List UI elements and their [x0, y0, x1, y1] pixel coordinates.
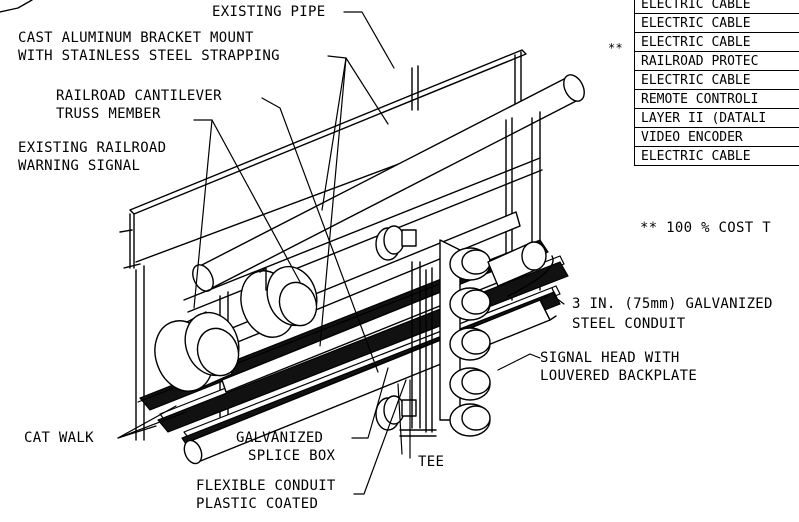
- signal-head-stack: [440, 240, 490, 436]
- label-truss-member-line2: TRUSS MEMBER: [56, 106, 161, 123]
- label-existing-pipe: EXISTING PIPE: [212, 4, 325, 21]
- table-footnote: ** 100 % COST T: [640, 220, 771, 237]
- label-flexible-conduit-line2: PLASTIC COATED: [196, 496, 318, 513]
- label-cat-walk: CAT WALK: [24, 430, 94, 447]
- table-row: ELECTRIC CABLE: [635, 0, 799, 14]
- label-tee: TEE: [418, 454, 444, 471]
- label-bracket-mount-line1: CAST ALUMINUM BRACKET MOUNT: [18, 30, 254, 47]
- table-cell: RAILROAD PROTEC: [635, 52, 799, 71]
- table-cell: VIDEO ENCODER: [635, 128, 799, 147]
- table-row: VIDEO ENCODER: [635, 128, 799, 147]
- table-cell: ELECTRIC CABLE: [635, 71, 799, 90]
- sheet-corner-mark: [0, 0, 32, 12]
- label-signal-head-line1: SIGNAL HEAD WITH: [540, 350, 680, 367]
- table-cost-marker: **: [608, 40, 623, 57]
- label-warning-signal-line1: EXISTING RAILROAD: [18, 140, 166, 157]
- cable-legend-table: ELECTRIC CABLE ELECTRIC CABLE ELECTRIC C…: [634, 0, 799, 166]
- label-galvanized-conduit-line1: 3 IN. (75mm) GALVANIZED: [572, 296, 773, 313]
- label-splice-box-line2: SPLICE BOX: [248, 448, 335, 465]
- table-row: ELECTRIC CABLE: [635, 14, 799, 33]
- table-cell: ELECTRIC CABLE: [635, 14, 799, 33]
- table-row: LAYER II (DATALI: [635, 109, 799, 128]
- table-cell: LAYER II (DATALI: [635, 109, 799, 128]
- table-row: ELECTRIC CABLE: [635, 147, 799, 166]
- table-row: ELECTRIC CABLE: [635, 71, 799, 90]
- label-warning-signal-line2: WARNING SIGNAL: [18, 158, 140, 175]
- table-cell: ELECTRIC CABLE: [635, 147, 799, 166]
- table-row: REMOTE CONTROLI: [635, 90, 799, 109]
- label-flexible-conduit-line1: FLEXIBLE CONDUIT: [196, 478, 336, 495]
- table-row: ELECTRIC CABLE: [635, 33, 799, 52]
- label-signal-head-line2: LOUVERED BACKPLATE: [540, 368, 697, 385]
- table-cell: REMOTE CONTROLI: [635, 90, 799, 109]
- label-splice-box-line1: GALVANIZED: [236, 430, 323, 447]
- table-cell: ELECTRIC CABLE: [635, 0, 799, 14]
- table-cell: ELECTRIC CABLE: [635, 33, 799, 52]
- table-row: RAILROAD PROTEC: [635, 52, 799, 71]
- label-bracket-mount-line2: WITH STAINLESS STEEL STRAPPING: [18, 48, 280, 65]
- label-galvanized-conduit-line2: STEEL CONDUIT: [572, 316, 685, 333]
- label-truss-member-line1: RAILROAD CANTILEVER: [56, 88, 222, 105]
